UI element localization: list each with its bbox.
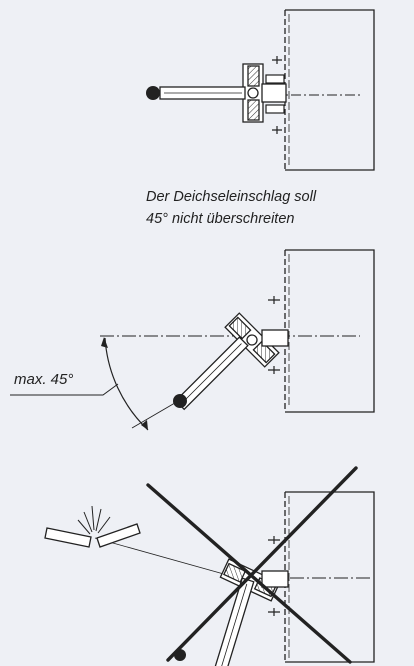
mounting-brackets	[265, 56, 285, 134]
label-leader	[10, 383, 119, 396]
break-sparks	[77, 505, 111, 535]
caption-line-2: 45° nicht überschreiten	[146, 211, 295, 227]
broken-drawbar	[44, 523, 141, 548]
mounting-brackets	[268, 296, 280, 374]
coupling-plate	[261, 329, 289, 347]
panel-overangle	[44, 466, 375, 666]
projection-line	[94, 537, 239, 579]
caption: Der Deichseleinschlag soll 45° nicht übe…	[146, 186, 316, 230]
angle-arc	[104, 337, 149, 431]
arc-arrow-bottom	[141, 420, 148, 430]
drawbar	[159, 86, 246, 100]
prohibited-cross	[146, 466, 358, 664]
limit-line	[131, 399, 181, 429]
coupling-head	[224, 312, 280, 368]
coupling-plate	[261, 570, 289, 588]
panel-angled	[10, 249, 375, 431]
vehicle-body	[285, 491, 375, 663]
mounting-brackets	[268, 536, 280, 616]
caption-line-1: Der Deichseleinschlag soll	[146, 189, 317, 205]
max-angle-label: max. 45°	[14, 371, 74, 388]
towing-eye	[146, 86, 160, 100]
vehicle-body	[285, 249, 375, 413]
arc-arrow-top	[101, 337, 108, 348]
panel-straight	[146, 9, 375, 171]
towing-eye	[173, 394, 187, 408]
vehicle-body	[285, 9, 375, 171]
coupling-head	[242, 63, 287, 123]
